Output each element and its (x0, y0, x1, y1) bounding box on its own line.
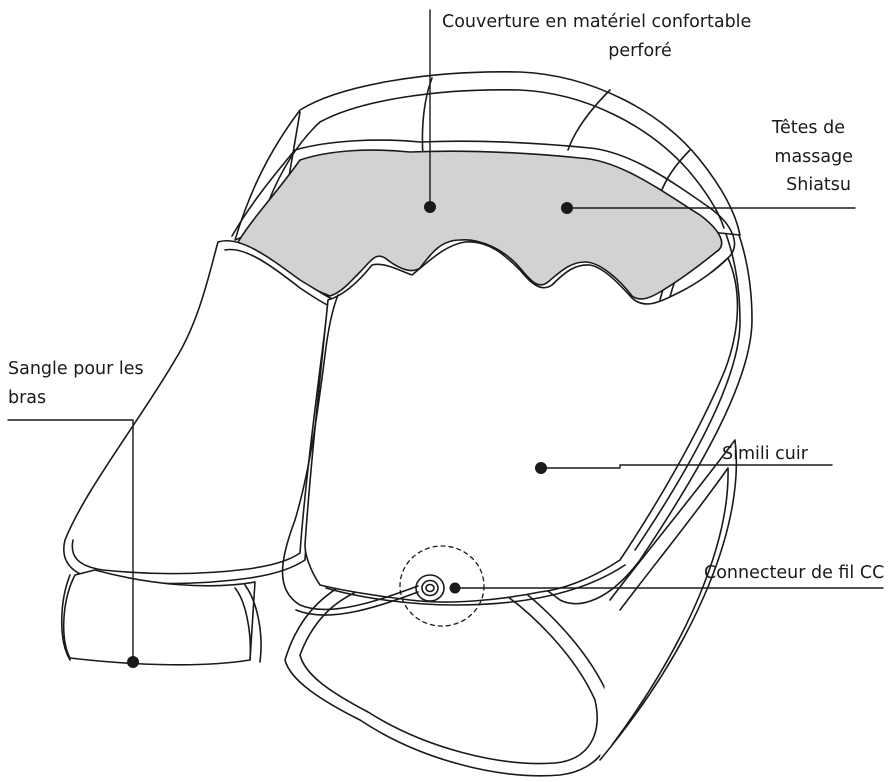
heads-label-line3: Shiatsu (700, 173, 851, 198)
cover-label-line1: Couverture en matériel confortable (442, 10, 751, 35)
leather-dot (535, 462, 547, 474)
strap-label-line2: bras (8, 386, 46, 411)
left-strap-loop (62, 570, 261, 665)
connector-label: Connecteur de fil CC (704, 561, 884, 586)
cover-label-line2: perforé (580, 39, 700, 64)
heads-label-line1: Têtes de (700, 116, 845, 141)
strap-dot (127, 656, 139, 668)
heads-dot (561, 202, 573, 214)
heads-label-line2: massage (700, 145, 853, 170)
left-wing-panel (64, 241, 335, 584)
cover-dot (424, 201, 436, 213)
connector-dot (450, 583, 461, 594)
strap-label-line1: Sangle pour les (8, 357, 144, 382)
leather-label: Simili cuir (722, 442, 808, 467)
